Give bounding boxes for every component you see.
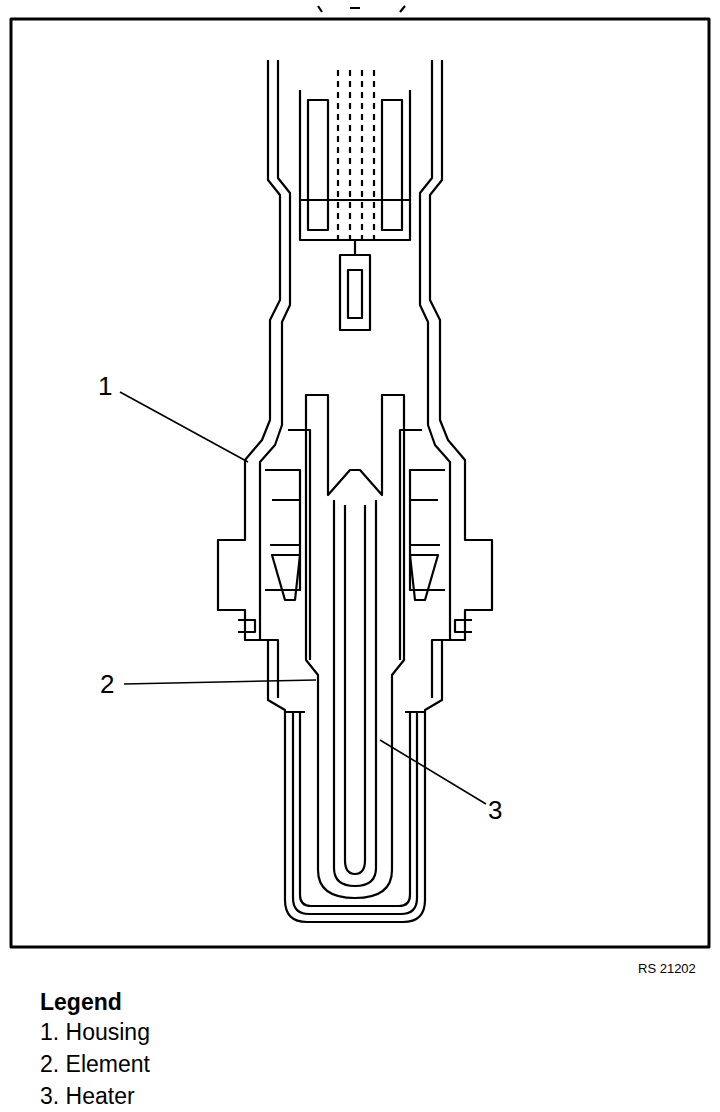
sleeve	[272, 500, 438, 600]
wire-core	[338, 70, 374, 240]
legend-heading: Legend	[40, 990, 122, 1015]
callout-number: 3	[488, 796, 502, 825]
housing-outline	[218, 60, 492, 922]
protective-shield	[285, 712, 425, 914]
legend-entry: 2. Element	[40, 1052, 150, 1077]
heater-rod	[334, 500, 376, 886]
legend-entry: 3. Heater	[40, 1084, 135, 1109]
figure-code: RS 21202	[638, 962, 696, 976]
leader-line	[124, 680, 316, 684]
figure-frame	[11, 19, 709, 947]
leader-line	[380, 740, 486, 804]
terminal-contacts	[288, 90, 422, 660]
leader-line	[120, 392, 248, 462]
callout-number: 1	[98, 372, 112, 401]
legend-entry: 1. Housing	[40, 1020, 150, 1045]
top-marks	[318, 6, 405, 12]
hex-nut	[238, 470, 472, 632]
housing-inner	[260, 60, 450, 698]
sensing-element	[306, 395, 404, 898]
callout-number: 2	[100, 670, 114, 699]
